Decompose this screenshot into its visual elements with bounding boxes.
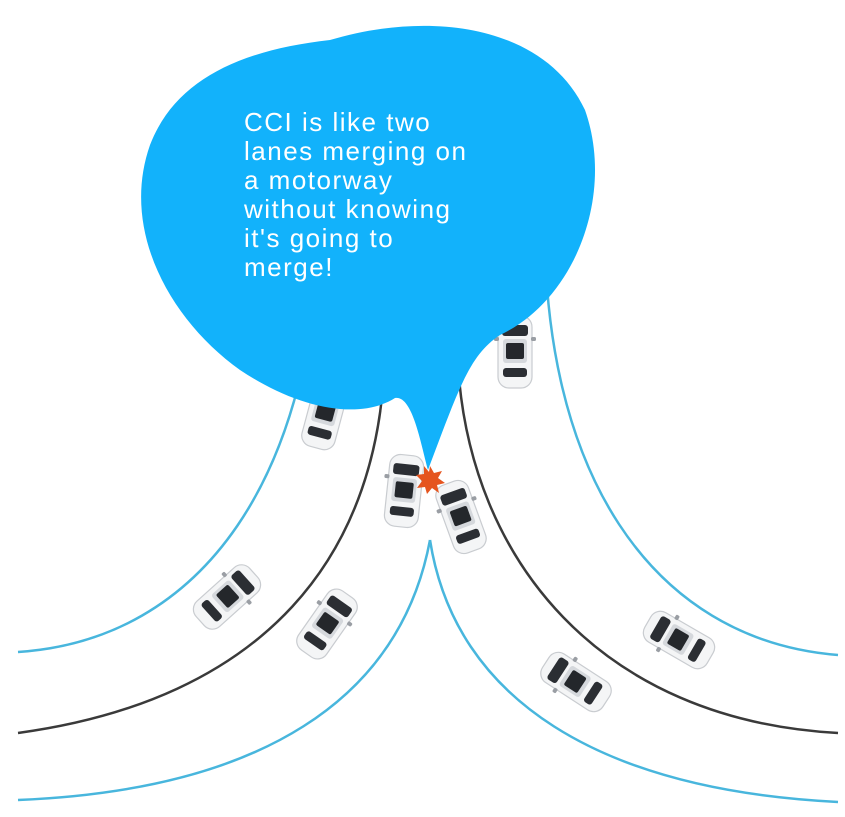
bubble-text: CCI is like two lanes merging on a motor… (244, 108, 524, 282)
lane-inner-right (430, 540, 838, 802)
car-icon (534, 645, 617, 719)
bubble-line: a motorway (244, 166, 524, 195)
car-icon (186, 557, 268, 636)
lane-outer-right (545, 210, 838, 655)
car-icon (289, 582, 365, 665)
bubble-line: it's going to (244, 224, 524, 253)
bubble-line: CCI is like two (244, 108, 524, 137)
bubble-line: lanes merging on (244, 137, 524, 166)
bubble-line: without knowing (244, 195, 524, 224)
car-icon (379, 453, 428, 529)
bubble-line: merge! (244, 253, 524, 282)
lane-divider-right (458, 365, 838, 733)
